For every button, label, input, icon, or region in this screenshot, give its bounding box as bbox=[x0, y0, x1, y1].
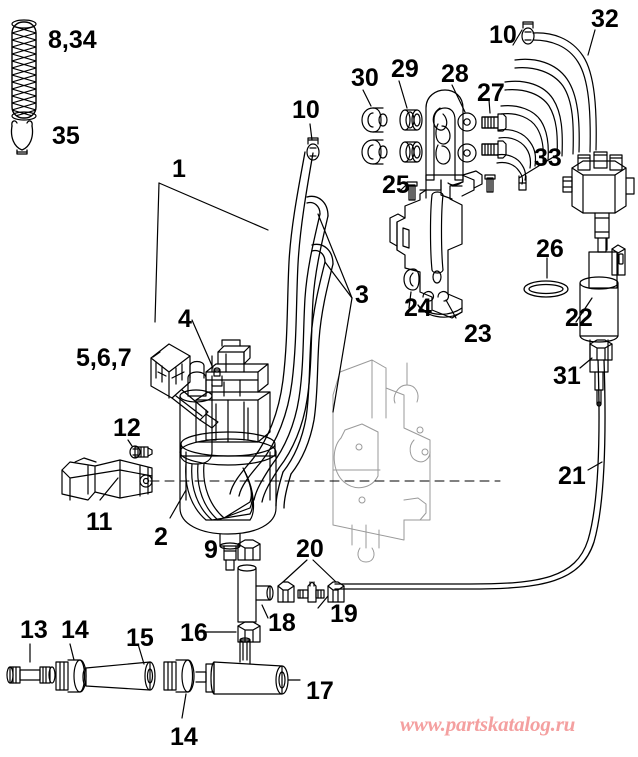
part-nut-9 bbox=[237, 539, 261, 561]
callout-23: 23 bbox=[464, 320, 492, 348]
leader-1a bbox=[154, 182, 160, 323]
part-screw-12 bbox=[129, 445, 153, 459]
callout-14-a: 14 bbox=[61, 616, 89, 644]
callout-21: 21 bbox=[558, 462, 586, 490]
part-vapor-separator-2 bbox=[179, 339, 277, 571]
callout-10-right: 10 bbox=[489, 21, 517, 49]
leader-18 bbox=[261, 604, 269, 619]
callout-24: 24 bbox=[404, 294, 432, 322]
callout-15: 15 bbox=[126, 624, 154, 652]
part-grommet-30 bbox=[361, 107, 388, 165]
leader-19 bbox=[317, 595, 329, 609]
part-screw-27 bbox=[481, 113, 507, 159]
part-cable-tie-left bbox=[306, 137, 320, 161]
leader-10b bbox=[512, 29, 523, 46]
callout-13: 13 bbox=[20, 616, 48, 644]
part-fuel-hose-set bbox=[229, 151, 334, 509]
callout-31: 31 bbox=[553, 362, 581, 390]
callout-9: 9 bbox=[204, 536, 218, 564]
site-watermark: www.partskatalog.ru bbox=[400, 712, 576, 736]
leader-3a bbox=[317, 213, 353, 299]
part-hose-fitting-13 bbox=[6, 666, 56, 684]
part-connector-nut-31 bbox=[589, 339, 613, 361]
callout-30: 30 bbox=[351, 64, 379, 92]
part-washer-28 bbox=[457, 112, 477, 163]
part-hose-clamp-14a bbox=[55, 659, 87, 693]
callout-19: 19 bbox=[330, 600, 358, 628]
part-spiral-wrap-tubing bbox=[11, 19, 37, 121]
callout-11: 11 bbox=[86, 508, 113, 536]
part-fuel-hose-15 bbox=[82, 661, 156, 691]
callout-28: 28 bbox=[441, 60, 469, 88]
part-union-fitting-19 bbox=[297, 581, 325, 603]
leader-2 bbox=[169, 489, 187, 519]
part-spring-clip bbox=[10, 120, 34, 155]
part-wiring-harness-32 bbox=[496, 32, 597, 191]
leader-12 bbox=[127, 439, 133, 447]
callout-2: 2 bbox=[154, 523, 168, 551]
callout-10-left: 10 bbox=[292, 96, 320, 124]
callout-3: 3 bbox=[355, 281, 369, 309]
callout-27: 27 bbox=[477, 79, 505, 107]
leader-1b bbox=[158, 182, 269, 231]
part-cable-tie-right bbox=[521, 21, 535, 45]
leader-15 bbox=[137, 643, 145, 665]
part-mounting-bracket-23 bbox=[389, 89, 483, 319]
part-grommet-24 bbox=[403, 268, 420, 291]
leader-3b bbox=[332, 297, 353, 413]
leader-14b bbox=[181, 693, 187, 719]
callout-1: 1 bbox=[172, 155, 186, 183]
callout-20: 20 bbox=[296, 535, 324, 563]
callout-16: 16 bbox=[180, 619, 208, 647]
part-fuel-filter-17 bbox=[195, 637, 289, 695]
leader-4 bbox=[191, 319, 214, 369]
leader-27 bbox=[488, 99, 491, 114]
leader-22 bbox=[575, 297, 593, 323]
callout-35: 35 bbox=[52, 122, 80, 150]
leader-25 bbox=[400, 183, 408, 191]
leader-21 bbox=[587, 461, 603, 471]
part-sensor-connector-567 bbox=[150, 343, 219, 429]
leader-20a bbox=[282, 559, 308, 583]
leader-11 bbox=[99, 477, 119, 501]
leader-23 bbox=[445, 299, 457, 319]
part-fuel-line-21 bbox=[334, 359, 606, 590]
callout-12: 12 bbox=[113, 414, 141, 442]
leader-3c bbox=[324, 261, 353, 299]
leader-30 bbox=[362, 89, 372, 107]
callout-29: 29 bbox=[391, 55, 419, 83]
leader-31 bbox=[579, 357, 593, 369]
callout-33: 33 bbox=[534, 144, 562, 172]
part-hose-clamp-14b bbox=[163, 659, 195, 693]
part-nut-20b bbox=[327, 581, 345, 603]
part-support-bracket-11 bbox=[61, 457, 153, 501]
callout-8-34: 8,34 bbox=[48, 26, 97, 54]
callout-18: 18 bbox=[268, 609, 296, 637]
part-screw-25b bbox=[484, 174, 496, 193]
leader-567 bbox=[152, 351, 161, 358]
callout-25: 25 bbox=[382, 171, 410, 199]
part-bushing-29 bbox=[399, 109, 423, 163]
callout-22: 22 bbox=[565, 304, 593, 332]
leader-24 bbox=[408, 291, 412, 309]
part-o-ring-26 bbox=[523, 280, 569, 298]
callout-32: 32 bbox=[591, 5, 619, 33]
part-nut-20a bbox=[277, 581, 295, 603]
callout-17: 17 bbox=[306, 677, 334, 705]
callout-4: 4 bbox=[178, 305, 192, 333]
callout-5-6-7: 5,6,7 bbox=[76, 344, 132, 372]
part-clamp-4 bbox=[211, 367, 223, 387]
leader-14a bbox=[69, 643, 75, 661]
callout-14-b: 14 bbox=[170, 723, 198, 751]
leader-32 bbox=[587, 29, 596, 56]
leader-33 bbox=[518, 152, 561, 179]
leader-20b bbox=[312, 559, 337, 583]
callout-26: 26 bbox=[536, 235, 564, 263]
leader-10a bbox=[309, 123, 313, 141]
leader-29 bbox=[398, 80, 408, 109]
